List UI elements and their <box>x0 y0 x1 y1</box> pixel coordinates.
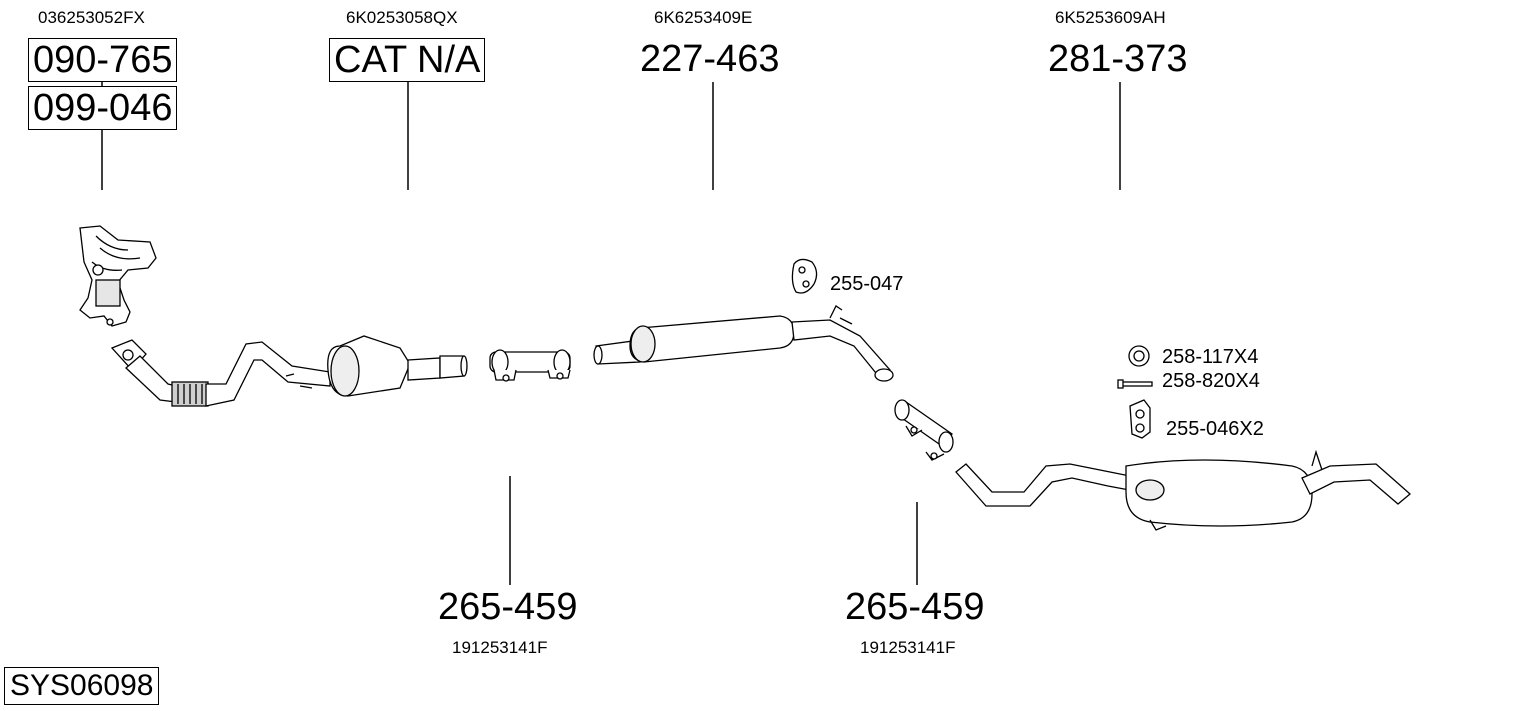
part-number-rear-hanger[interactable]: 255-046X2 <box>1166 418 1264 440</box>
part-number-manifold-b[interactable]: 099-046 <box>28 86 178 130</box>
oem-catalyst: 6K0253058QX <box>346 8 458 27</box>
part-number-rear[interactable]: 281-373 <box>1048 38 1188 80</box>
bolt-part <box>1117 379 1153 389</box>
rubber-hanger-part <box>791 258 818 294</box>
oem-clamp1: 191253141F <box>452 638 548 657</box>
rear-hanger-part <box>1129 399 1151 439</box>
oem-manifold: 036253052FX <box>38 8 145 27</box>
catalyst-part <box>327 335 468 397</box>
middle-silencer-part <box>593 305 894 382</box>
manifold-part <box>79 225 157 327</box>
system-id: SYS06098 <box>4 667 160 705</box>
oem-clamp2: 191253141F <box>860 638 956 657</box>
rear-silencer-part <box>955 449 1411 531</box>
part-number-catalyst[interactable]: CAT N/A <box>329 38 486 82</box>
part-number-ring[interactable]: 258-117X4 <box>1162 346 1259 368</box>
front-pipe-part <box>110 339 331 407</box>
oem-rear: 6K5253609AH <box>1055 8 1166 27</box>
ring-part <box>1128 345 1150 367</box>
part-number-clamp2[interactable]: 265-459 <box>845 586 985 628</box>
part-number-middle[interactable]: 227-463 <box>640 38 780 80</box>
part-number-clamp1[interactable]: 265-459 <box>438 586 578 628</box>
part-number-bolt[interactable]: 258-820X4 <box>1162 370 1260 392</box>
clamp2-part <box>894 399 954 461</box>
part-number-manifold-a[interactable]: 090-765 <box>28 38 178 82</box>
oem-middle: 6K6253409E <box>654 8 753 27</box>
clamp1-part <box>489 349 571 382</box>
part-number-rubber-hanger[interactable]: 255-047 <box>830 273 904 295</box>
